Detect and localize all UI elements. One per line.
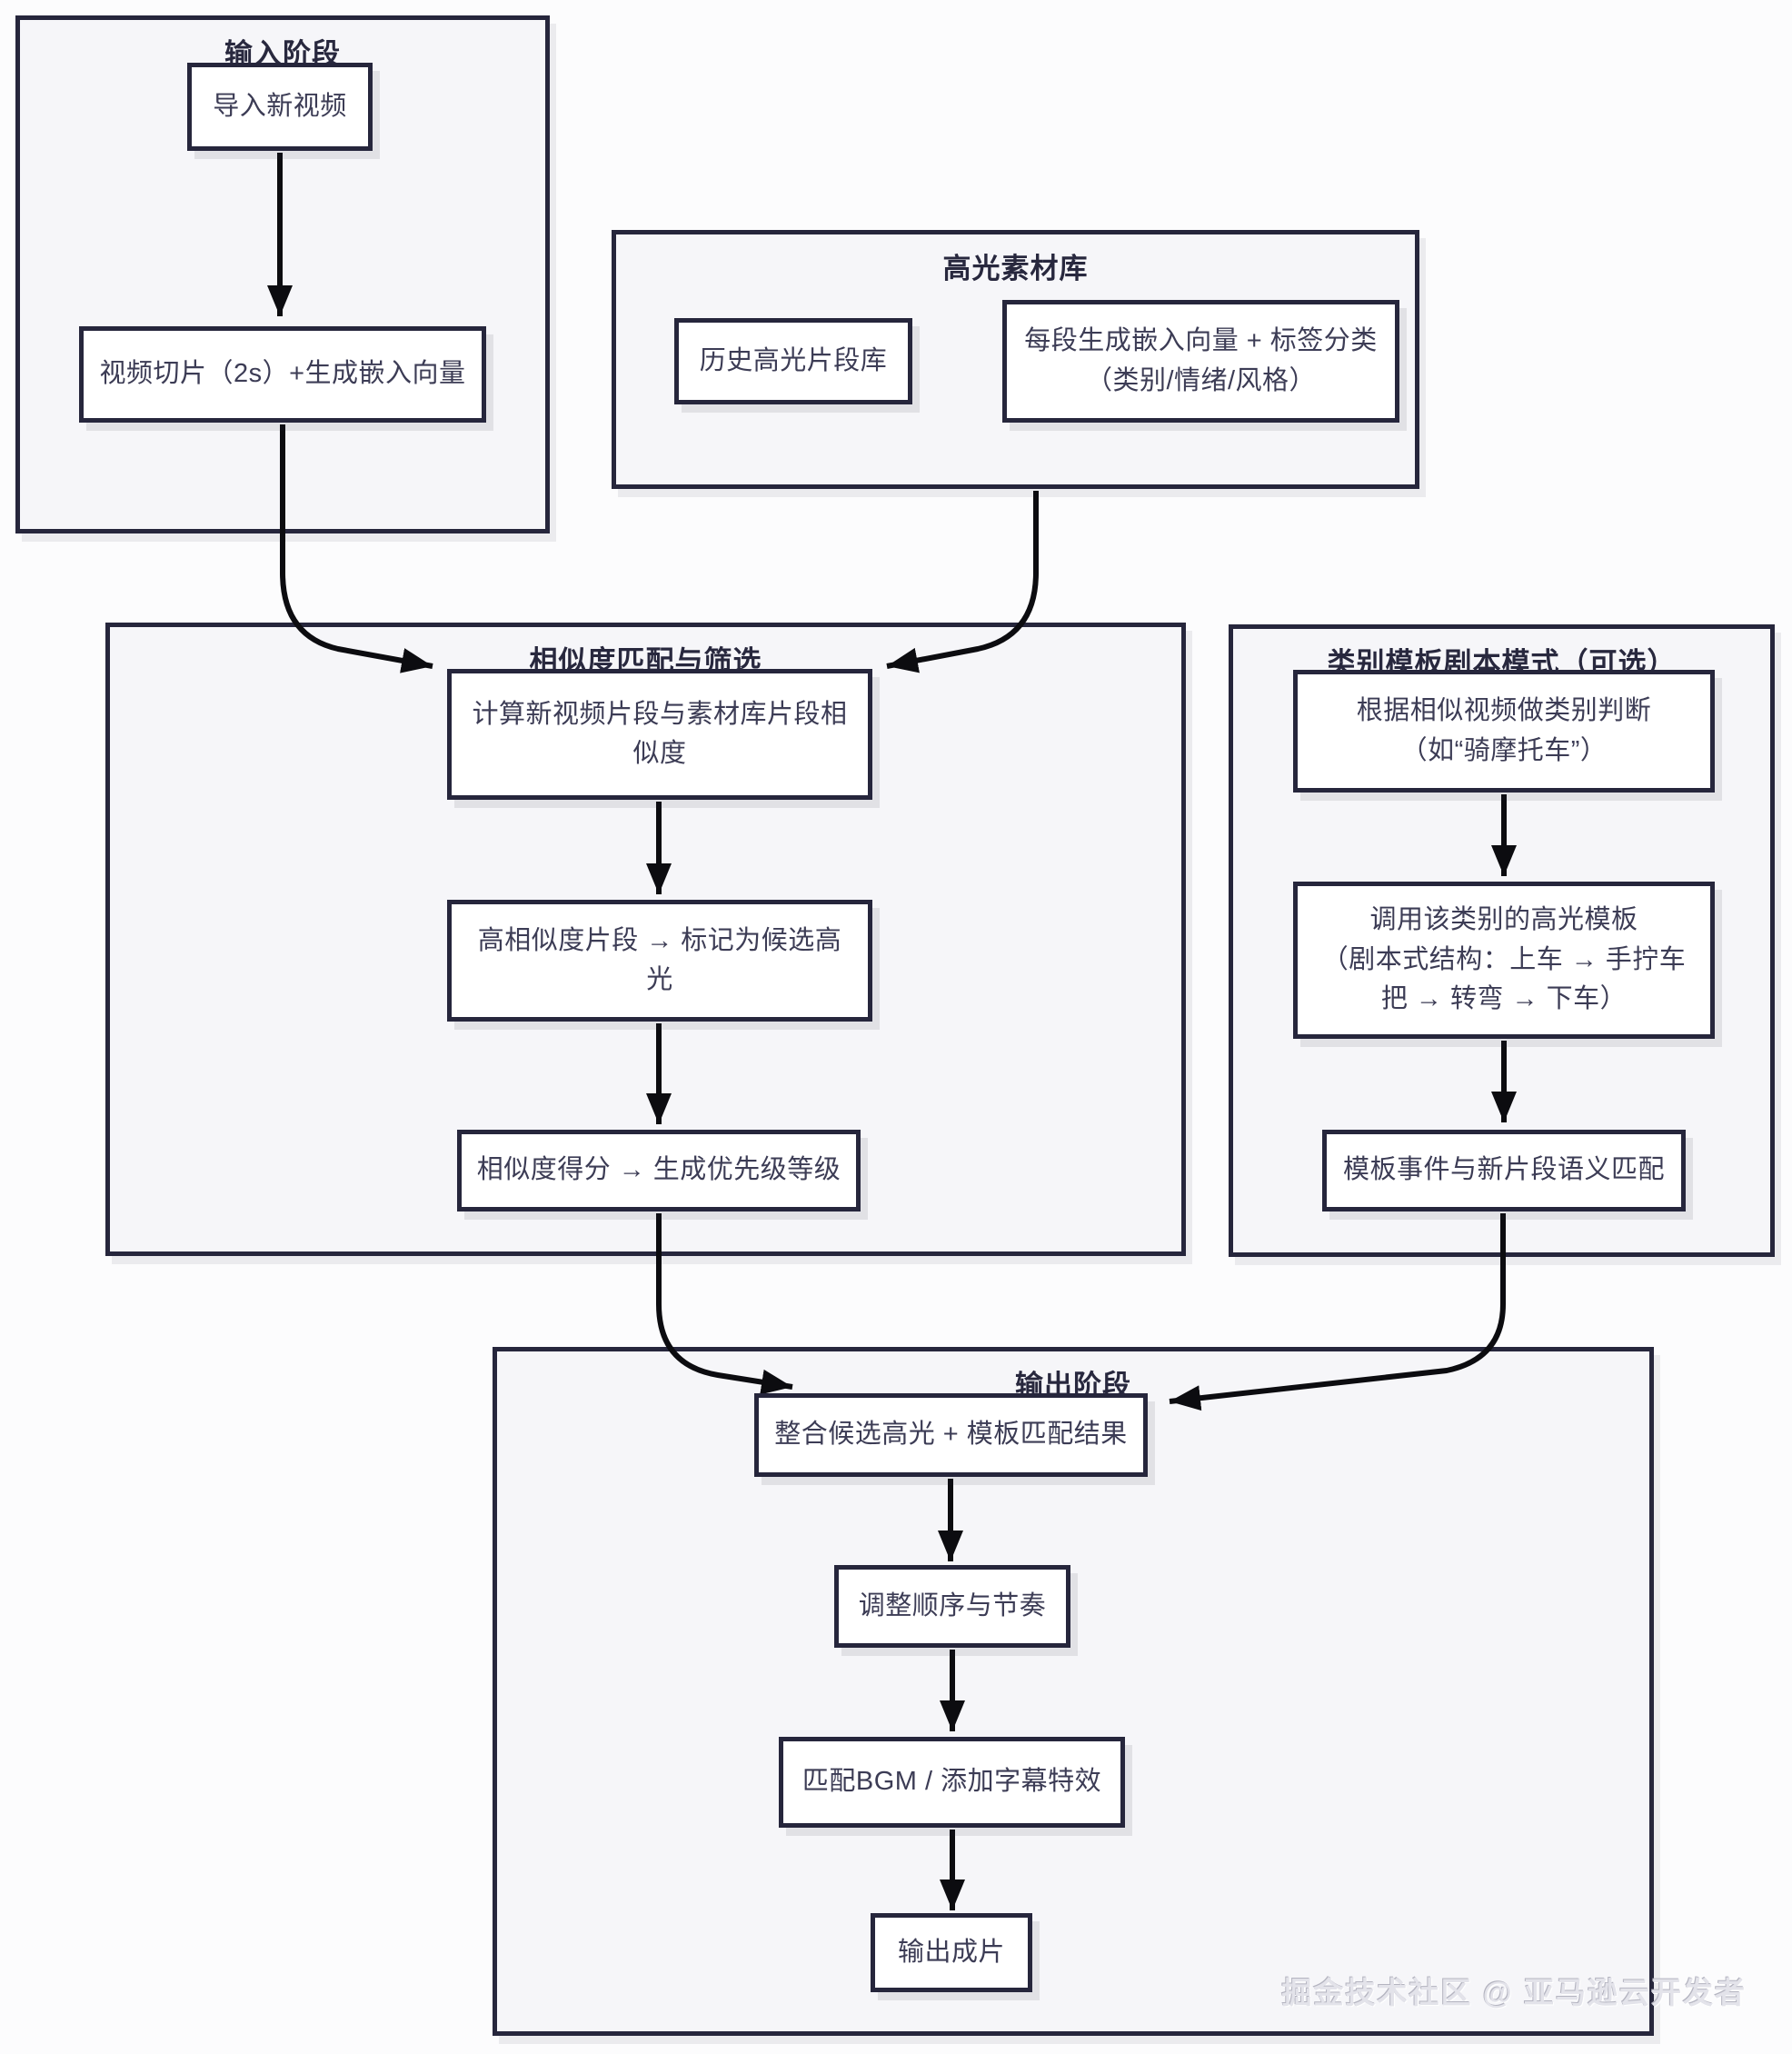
node-slice-and-embed: 视频切片（2s）+生成嵌入向量 — [79, 326, 486, 423]
node-embed-and-tagging: 每段生成嵌入向量 + 标签分类 （类别/情绪/风格） — [1002, 300, 1399, 423]
node-history-highlight-library: 历史高光片段库 — [674, 318, 912, 404]
node-priority-score: 相似度得分 → 生成优先级等级 — [457, 1130, 861, 1211]
node-mark-candidate-highlights: 高相似度片段 → 标记为候选高 光 — [447, 900, 872, 1022]
node-semantic-match: 模板事件与新片段语义匹配 — [1322, 1130, 1686, 1211]
node-merge-results: 整合候选高光 + 模板匹配结果 — [754, 1393, 1148, 1477]
node-compute-similarity: 计算新视频片段与素材库片段相 似度 — [447, 669, 872, 800]
node-bgm-subtitle-effects: 匹配BGM / 添加字幕特效 — [779, 1737, 1125, 1828]
node-import-video: 导入新视频 — [187, 63, 373, 151]
node-final-output: 输出成片 — [871, 1913, 1032, 1992]
node-call-highlight-template: 调用该类别的高光模板 （剧本式结构：上车 → 手拧车 把 → 转弯 → 下车） — [1293, 882, 1715, 1039]
watermark: 掘金技术社区 @ 亚马逊云开发者 — [1281, 1976, 1747, 2009]
node-category-judgement: 根据相似视频做类别判断 （如“骑摩托车”） — [1293, 670, 1715, 793]
group-highlight-library-title: 高光素材库 — [942, 253, 1089, 284]
node-adjust-order-rhythm: 调整顺序与节奏 — [834, 1565, 1070, 1648]
